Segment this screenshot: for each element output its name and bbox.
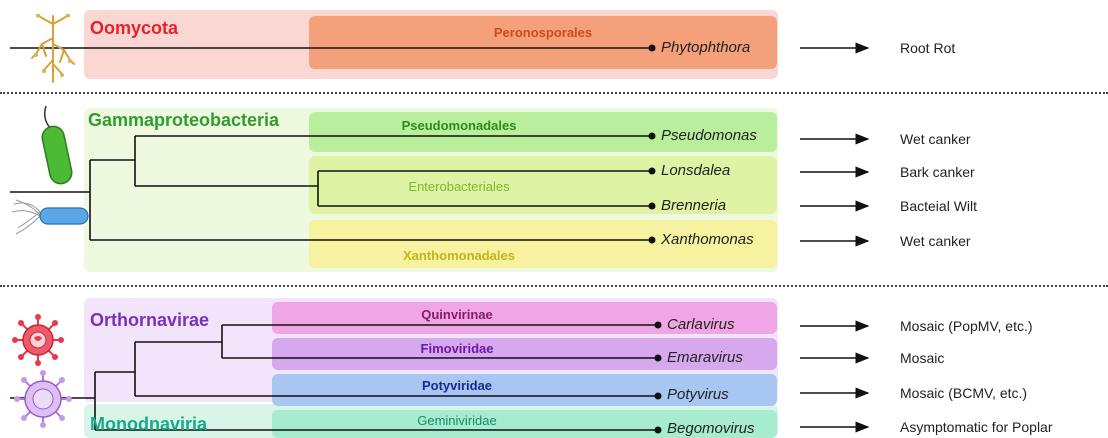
order-label: Xanthomonadales [309,248,609,263]
order-label: Quinvirinae [272,307,642,322]
disease-label: Bacteial Wilt [900,198,977,214]
genus-label: Carlavirus [667,316,735,333]
flagellated-bacterium-icon [10,198,90,238]
disease-label: Mosaic (BCMV, etc.) [900,385,1027,401]
group-title-gammaproteobacteria: Gammaproteobacteria [88,110,279,131]
order-label: Fimoviridae [272,341,642,356]
disease-label: Bark canker [900,164,975,180]
rod-bacterium-icon [34,104,84,186]
disease-label: Asymptomatic for Poplar [900,419,1053,435]
genus-label: Potyvirus [667,386,729,403]
disease-label: Root Rot [900,40,955,56]
group-title-orthornavirae: Orthornavirae [90,310,209,331]
genus-label: Xanthomonas [661,231,754,248]
disease-label: Mosaic (PopMV, etc.) [900,318,1033,334]
disease-label: Wet canker [900,131,971,147]
order-label: Geminiviridae [272,413,642,428]
disease-label: Mosaic [900,350,944,366]
order-label: Enterobacteriales [309,179,609,194]
genus-label: Emaravirus [667,349,743,366]
genus-label: Lonsdalea [661,162,730,179]
group-title-oomycota: Oomycota [90,18,178,39]
order-label: Peronosporales [309,25,777,40]
genus-label: Pseudomonas [661,127,757,144]
oomycete-hyphae-icon [28,14,78,84]
disease-label: Wet canker [900,233,971,249]
genus-label: Begomovirus [667,420,755,437]
spiked-virus-icon [12,314,64,366]
group-title-monodnaviria: Monodnaviria [90,414,207,435]
order-label: Potyviridae [272,378,642,393]
enveloped-virus-icon [14,370,72,428]
genus-label: Brenneria [661,197,726,214]
genus-label: Phytophthora [661,39,750,56]
order-label: Pseudomonadales [309,118,609,133]
